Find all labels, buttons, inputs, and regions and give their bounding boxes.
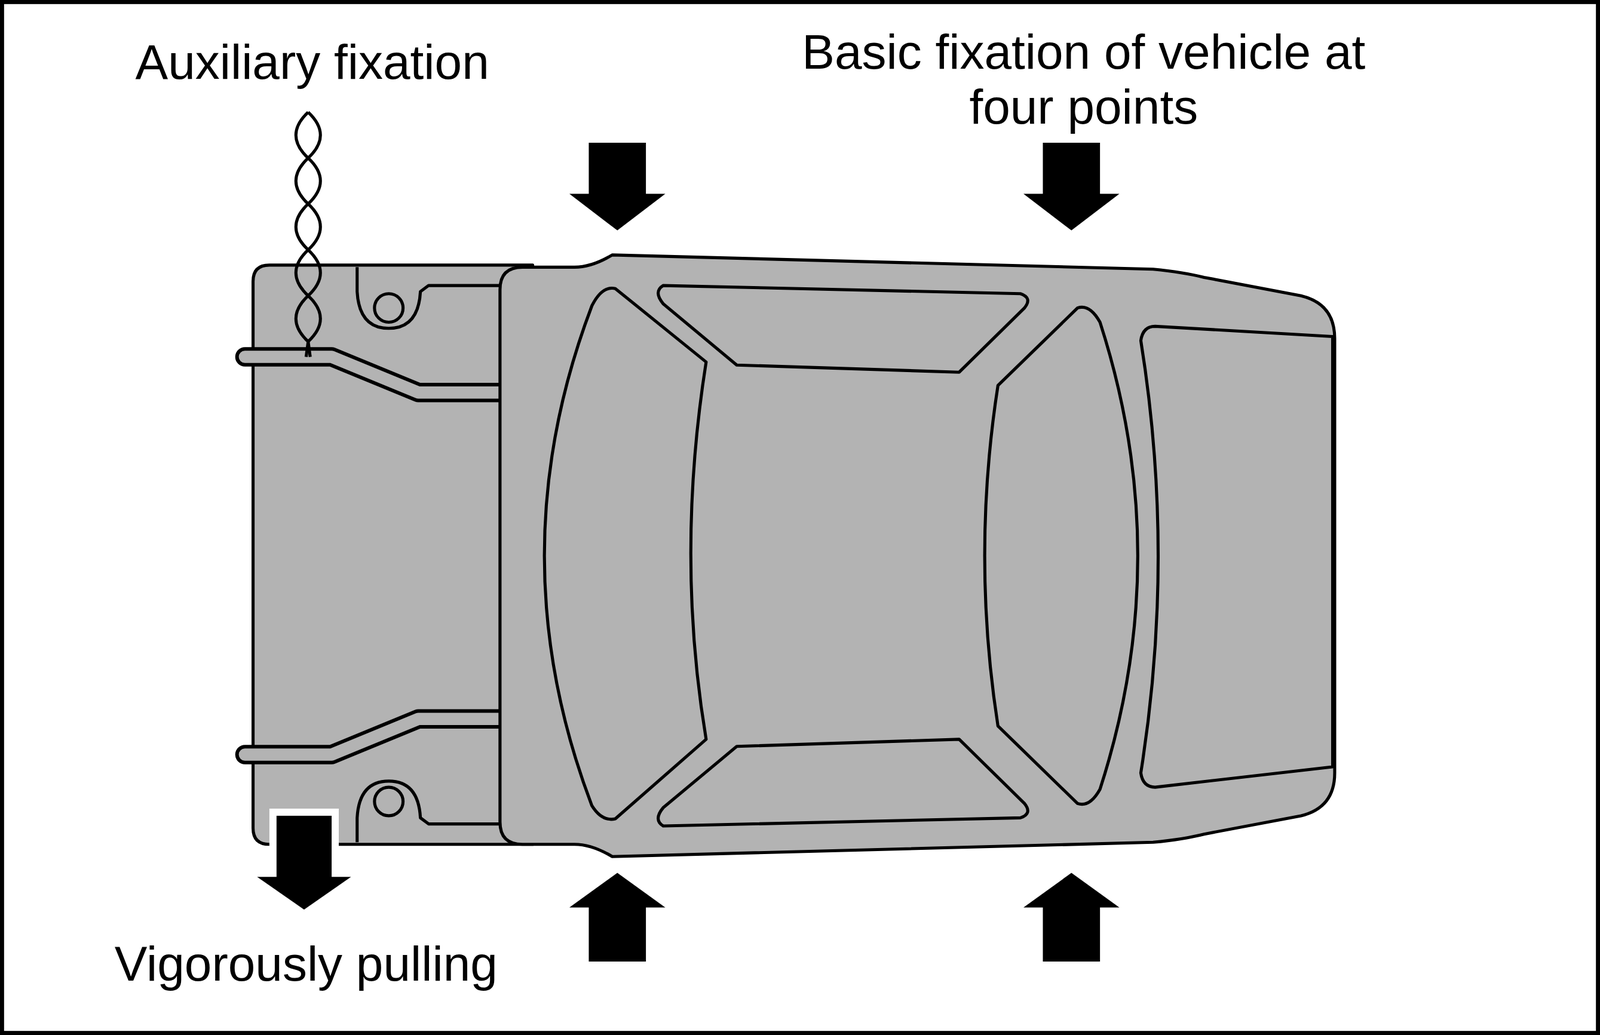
down-arrow: [569, 142, 666, 231]
side-window: [658, 739, 1029, 827]
platform-rail: [244, 357, 506, 394]
up-arrow: [1023, 873, 1120, 963]
platform-hole: [374, 787, 404, 817]
trunk-lid: [1140, 326, 1333, 788]
callout-label: Auxiliary fixation: [92, 34, 532, 90]
pull-arrow-shaft: [276, 816, 332, 880]
platform-rail: [244, 719, 506, 756]
platform-rail: [244, 719, 506, 756]
platform-rail: [244, 357, 506, 394]
car: [500, 255, 1335, 857]
platform-notch: [357, 267, 501, 329]
fixation-arrows: [569, 142, 1120, 962]
rear-platform: [244, 265, 533, 845]
callout-label: Basic fixation of vehicle at four points: [792, 24, 1375, 135]
down-arrow: [1023, 142, 1120, 231]
rope-strand: [295, 112, 321, 358]
rear-window: [984, 307, 1138, 805]
up-arrow: [569, 873, 666, 963]
platform-hole: [374, 293, 404, 323]
pull-arrow-head: [256, 877, 351, 910]
pull-arrow: [256, 808, 351, 910]
pull-arrow-outline: [269, 808, 339, 881]
callout-label: Vigorously pulling: [71, 936, 542, 992]
auxiliary-rope: [295, 112, 321, 358]
car-body: [500, 255, 1335, 857]
platform-notch: [357, 781, 501, 843]
side-window: [658, 285, 1029, 373]
windshield: [544, 288, 707, 820]
rope-strand: [295, 112, 321, 358]
